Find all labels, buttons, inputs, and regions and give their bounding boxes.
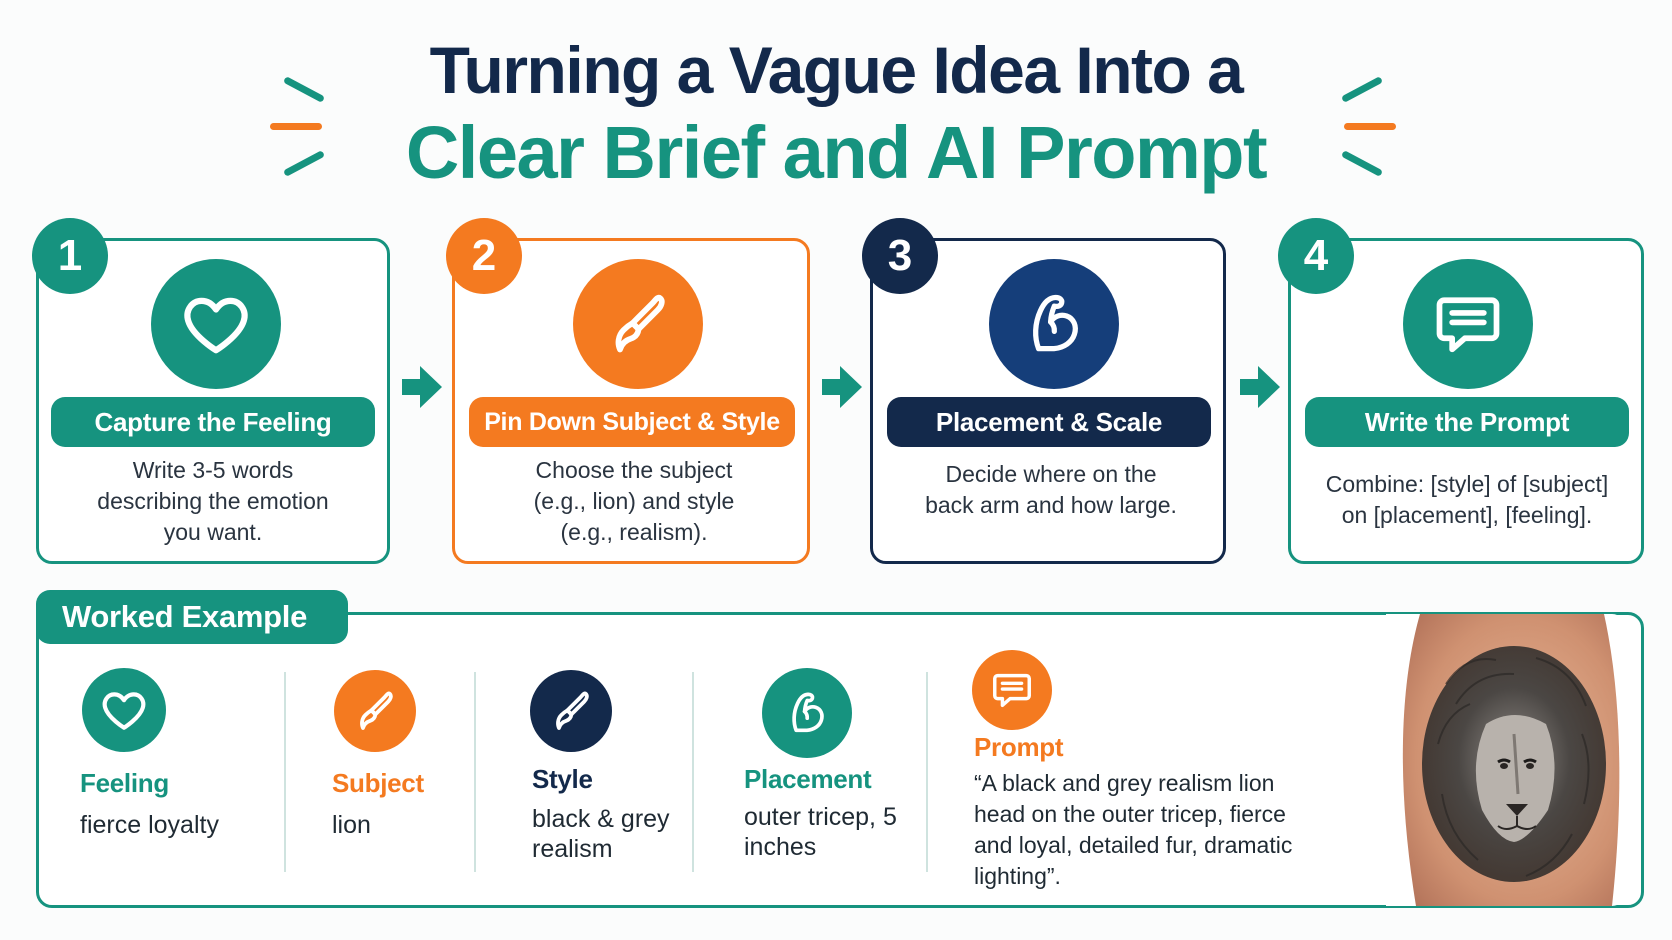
flexed-arm-icon	[792, 692, 824, 733]
step-card-2: Pin Down Subject & Style Choose the subj…	[452, 238, 810, 564]
example-divider-4	[926, 672, 928, 872]
step-4-description: Combine: [style] of [subject] on [placem…	[1325, 471, 1609, 528]
prompt-label: Prompt	[974, 732, 1064, 762]
placement-icon-circle	[762, 668, 852, 758]
page-title: Turning a Vague Idea Into a Clear Brief …	[0, 30, 1672, 196]
step-1-badge: 1	[32, 218, 108, 294]
subject-icon-circle	[334, 670, 416, 752]
step-4-icon-circle	[1403, 259, 1533, 389]
step-card-1: Capture the Feeling Write 3-5 words desc…	[36, 238, 390, 564]
heart-icon	[184, 297, 248, 354]
step-3-badge: 3	[862, 218, 938, 294]
step-1-label: Capture the Feeling	[51, 397, 375, 447]
feeling-value: fierce loyalty	[80, 811, 219, 839]
step-1-icon-circle	[151, 259, 281, 389]
style-value: black & grey realism	[532, 805, 670, 863]
worked-example-tab: Worked Example	[36, 590, 348, 644]
arrow-icon-2	[822, 366, 862, 408]
prompt-text: “A black and grey realism lion head on t…	[974, 770, 1293, 889]
decor-dash-right-mid	[1344, 123, 1396, 130]
step-2-label: Pin Down Subject & Style	[469, 397, 795, 447]
paintbrush-icon	[360, 691, 393, 730]
step-card-3: Placement & Scale Decide where on the ba…	[870, 238, 1226, 564]
paintbrush-icon	[615, 294, 665, 353]
placement-value: outer tricep, 5 inches	[744, 803, 897, 861]
step-2-icon-circle	[573, 259, 703, 389]
subject-label: Subject	[332, 768, 424, 798]
example-divider-3	[692, 672, 694, 872]
title-line-1: Turning a Vague Idea Into a	[429, 33, 1244, 107]
arrow-icon-3	[1240, 366, 1280, 408]
feeling-label: Feeling	[80, 768, 169, 798]
feeling-icon-circle	[82, 668, 166, 752]
step-3-label: Placement & Scale	[887, 397, 1211, 447]
worked-example-panel	[36, 612, 1644, 908]
speech-bubble-icon	[993, 673, 1031, 708]
placement-label: Placement	[744, 764, 872, 794]
step-3-description: Decide where on the back arm and how lar…	[925, 461, 1177, 518]
heart-icon	[102, 692, 146, 730]
arrow-icon-1	[402, 366, 442, 408]
prompt-icon-circle	[972, 650, 1052, 730]
title-line-2: Clear Brief and AI Prompt	[405, 111, 1268, 194]
lion-tattoo-image	[1386, 614, 1626, 906]
step-4-badge: 4	[1278, 218, 1354, 294]
example-divider-1	[284, 672, 286, 872]
step-1-description: Write 3-5 words describing the emotion y…	[97, 457, 329, 545]
step-2-description: Choose the subject (e.g., lion) and styl…	[533, 457, 735, 545]
step-3-icon-circle	[989, 259, 1119, 389]
example-divider-2	[474, 672, 476, 872]
step-4-label: Write the Prompt	[1305, 397, 1629, 447]
subject-value: lion	[332, 811, 371, 839]
speech-bubble-icon	[1436, 297, 1500, 353]
flexed-arm-icon	[1033, 294, 1078, 352]
style-icon-circle	[530, 670, 612, 752]
step-card-4: Write the Prompt Combine: [style] of [su…	[1288, 238, 1644, 564]
step-2-badge: 2	[446, 218, 522, 294]
paintbrush-icon	[556, 691, 589, 730]
style-label: Style	[532, 764, 593, 794]
decor-dash-left-mid	[270, 123, 322, 130]
